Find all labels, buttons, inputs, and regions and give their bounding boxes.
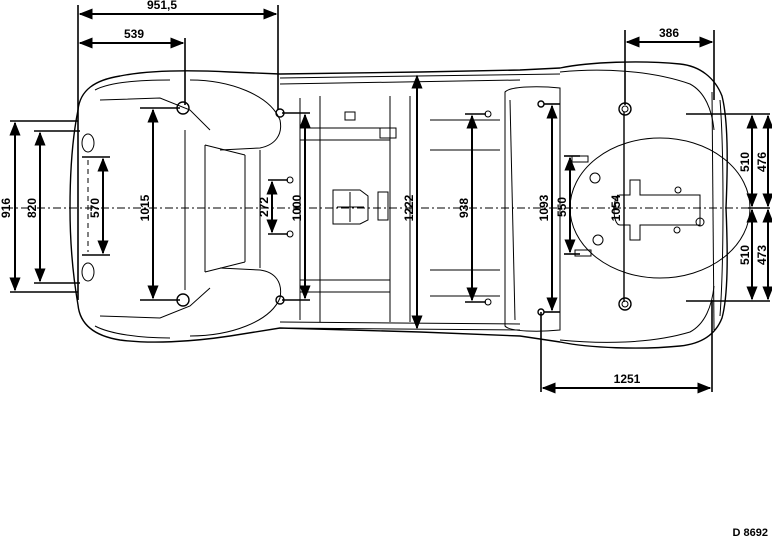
dim-label-1015: 1015 bbox=[138, 194, 152, 221]
dim-label-820: 820 bbox=[25, 198, 39, 218]
dim-label-1093: 1093 bbox=[537, 194, 551, 221]
dim-label-916: 916 bbox=[0, 198, 13, 218]
dim-label-550: 550 bbox=[555, 197, 569, 217]
dimension-lines bbox=[9, 5, 772, 394]
dim-label-1000: 1000 bbox=[290, 194, 304, 221]
dim-label-272: 272 bbox=[257, 197, 271, 217]
dim-label-951-5: 951,5 bbox=[147, 0, 177, 12]
dim-label-1054: 1054 bbox=[609, 194, 623, 221]
dim-label-476: 476 bbox=[755, 152, 769, 172]
dim-label-938: 938 bbox=[457, 198, 471, 218]
car-body-outline bbox=[69, 61, 751, 349]
dim-label-1251: 1251 bbox=[614, 372, 641, 386]
dim-label-386: 386 bbox=[659, 26, 679, 40]
dim-label-539: 539 bbox=[124, 27, 144, 41]
dim-label-510-upper: 510 bbox=[738, 152, 752, 172]
dim-label-473: 473 bbox=[755, 245, 769, 265]
dim-label-510-lower: 510 bbox=[738, 245, 752, 265]
dim-label-570: 570 bbox=[88, 198, 102, 218]
drawing-reference-code: D 8692 bbox=[732, 527, 768, 539]
dim-label-1222: 1222 bbox=[402, 194, 416, 221]
dimension-labels: 951,5 539 386 916 820 570 1015 272 1000 … bbox=[0, 0, 769, 386]
